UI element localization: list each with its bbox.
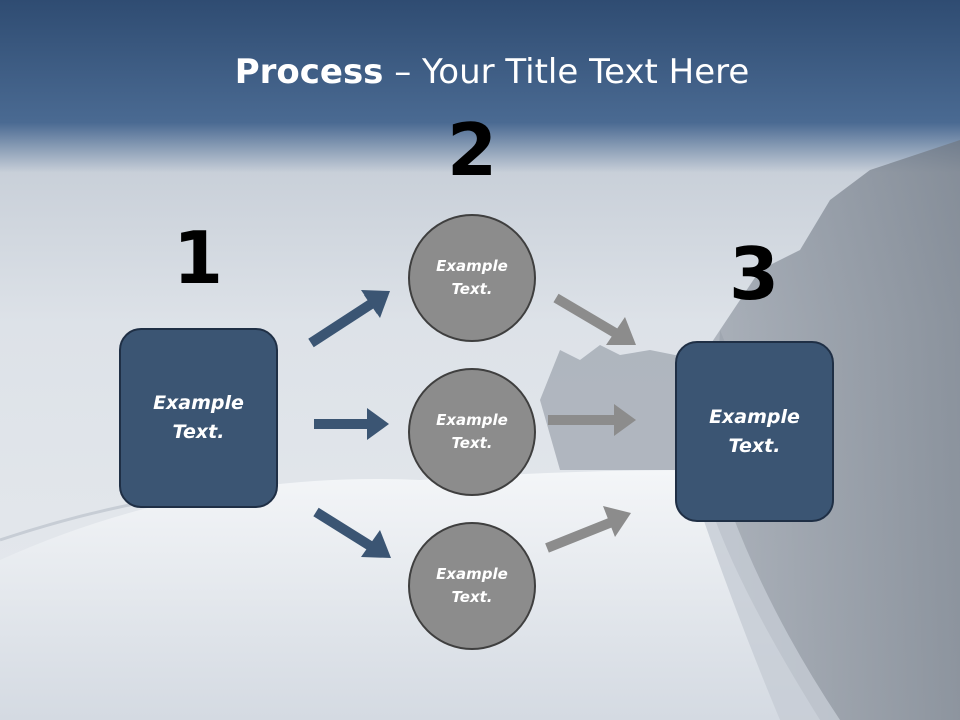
step-1-label: Example Text. (153, 392, 244, 443)
arrow-from-circle-bottom (545, 506, 631, 553)
circle-bottom-label: Example Text. (436, 565, 508, 606)
circle-middle-label: Example Text. (436, 411, 508, 452)
circle-top-label: Example Text. (436, 257, 508, 298)
step-3-label: Example Text. (709, 405, 800, 457)
arrow-from-circle-top (553, 293, 636, 345)
arrow-to-circle-top (308, 290, 390, 348)
arrow-to-circle-bottom (313, 507, 391, 558)
step-3-box: Example Text. (675, 341, 834, 522)
title-rest: – Your Title Text Here (383, 52, 750, 92)
step-2-circle-middle: Example Text. (408, 368, 536, 496)
step-2-circle-top: Example Text. (408, 214, 536, 342)
step-2-circle-bottom: Example Text. (408, 522, 536, 650)
step-number-2: 2 (446, 108, 498, 192)
step-number-1: 1 (172, 216, 224, 300)
title-bold: Process (234, 52, 384, 92)
arrow-from-circle-middle (548, 404, 636, 436)
step-number-3: 3 (728, 232, 780, 316)
step-1-box: Example Text. (119, 328, 278, 508)
arrow-to-circle-middle (314, 408, 389, 440)
slide-title: Process – Your Title Text Here (0, 52, 960, 92)
